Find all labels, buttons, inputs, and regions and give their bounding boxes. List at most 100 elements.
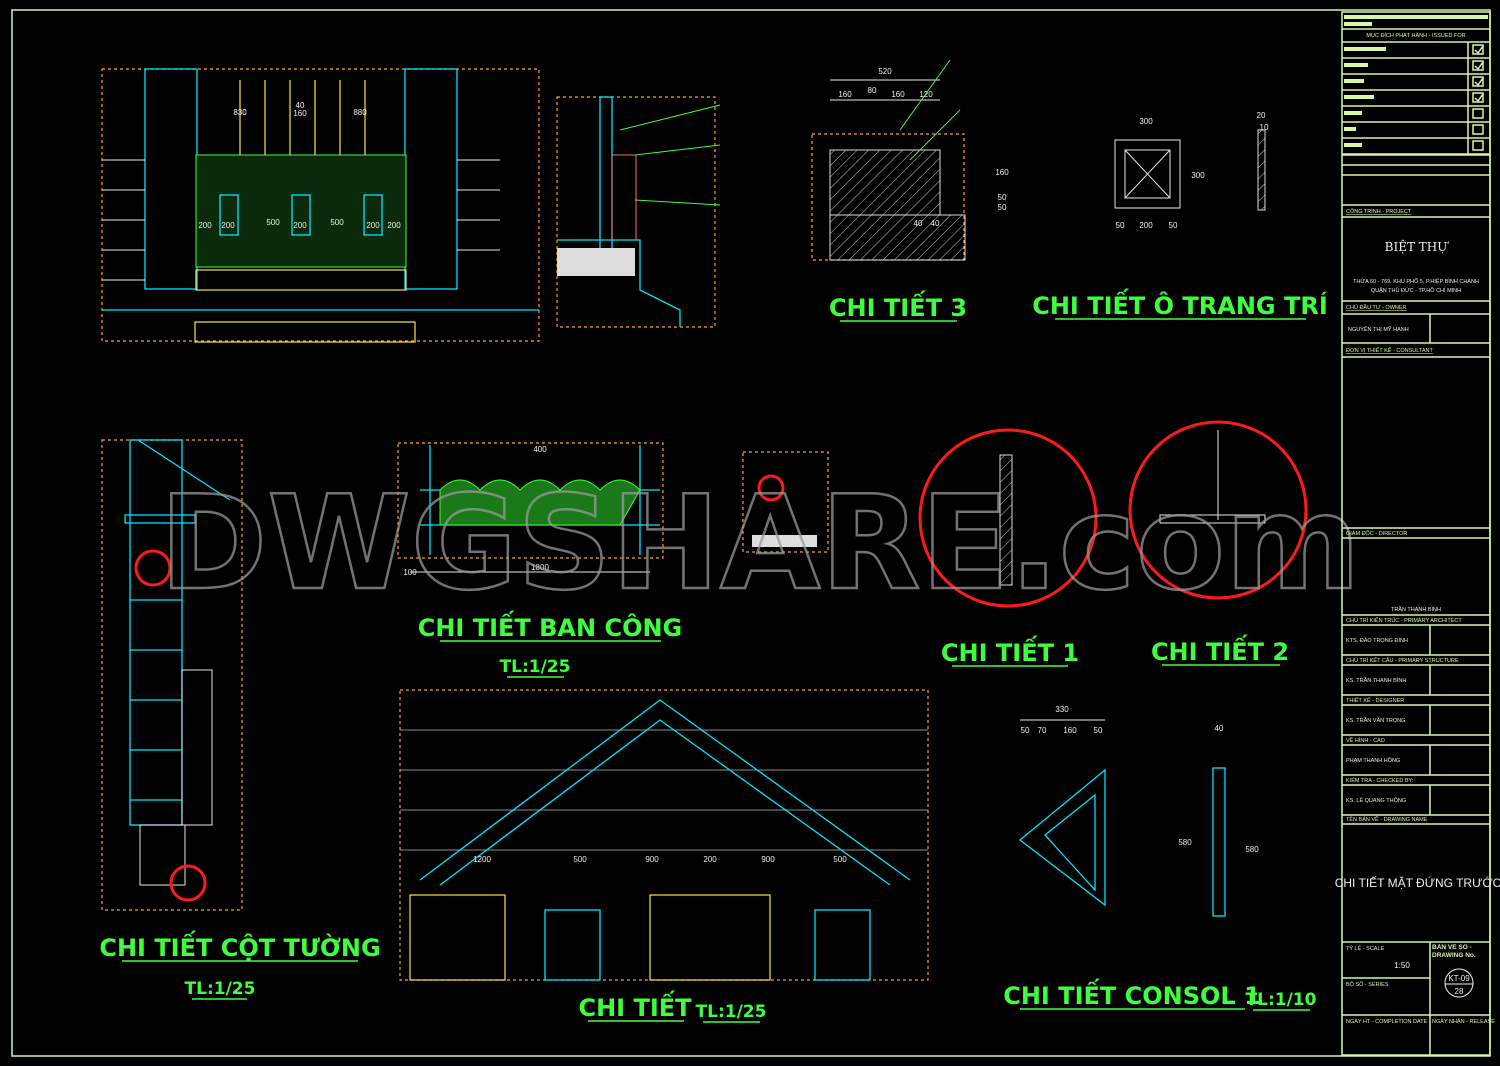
dim-label: 830 [233,108,247,117]
release-label: NGÀY NHẬN - RELEASE [1432,1018,1495,1025]
dim-label: 200 [387,221,401,230]
issue-row-label [1344,79,1364,83]
scale-value: 1:50 [1394,961,1410,970]
dim-label: 50 [1021,726,1030,735]
staff-name: PHẠM THANH HỒNG [1346,757,1400,764]
title-chi-tiet-2: CHI TIẾT 2 [1151,633,1289,666]
issue-checkbox[interactable] [1472,108,1484,119]
detail-titles: CHI TIẾT 3 CHI TIẾT Ô TRANG TRÍ CHI TIẾT… [99,287,1328,1023]
detail-3-drawing: 520 160 80 160 120 160 50 50 40 40 [811,59,1009,261]
dim-label: 200 [1139,221,1153,230]
issue-row-label [1344,63,1368,67]
project-address-line-2: QUẬN THỦ ĐỨC - TP.HỒ CHÍ MINH [1371,287,1461,294]
issue-row-label [1344,111,1362,115]
dim-label: 160 [891,90,905,99]
dim-label: 900 [645,855,659,864]
dim-label: 160 [838,90,852,99]
dim-label: 200 [293,221,307,230]
roof-detail-drawing: 1200 500 900 200 900 500 [399,689,929,981]
title-consol: CHI TIẾT CONSOL 1 [1003,977,1261,1010]
dim-label: 50 [998,193,1007,202]
dim-label: 160 [293,109,307,118]
dim-label: 200 [198,221,212,230]
dim-label: 50 [998,203,1007,212]
series-label: BỘ SỐ - SERIES [1346,981,1389,988]
dim-label: 900 [761,855,775,864]
issue-checkbox[interactable] [1472,124,1484,135]
dim-label: 70 [1038,726,1047,735]
dim-label: 50 [1094,726,1103,735]
dim-label: 40 [931,219,940,228]
project-address-line-1: THỬA 60 - 769. KHU PHỐ 5. P.HIỆP BÌNH CH… [1353,277,1479,285]
dim-label: 580 [1245,845,1259,854]
staff-role-label: VẼ HÌNH - CAD [1346,737,1385,744]
detail-1-drawing [918,428,1098,608]
drawing-no-label-box: BẢN VẼ SỐ - DRAWING No. [1432,944,1476,959]
dim-label: 1200 [473,855,491,864]
dim-label: 500 [833,855,847,864]
scale-ban-cong: TL:1/25 [500,657,571,677]
drawing-code: KT-09 [1448,974,1470,983]
consol-drawing: 330 50 70 160 50 40 580 580 [1018,705,1259,917]
title-chi-tiet-1: CHI TIẾT 1 [941,634,1079,667]
dim-label: 200 [366,221,380,230]
dim-label: 500 [573,855,587,864]
project-name: BIỆT THỰ [1385,239,1450,254]
check-icon [1474,61,1484,71]
title-chi-tiet-3: CHI TIẾT 3 [829,289,967,322]
staff-name: KTS. ĐÀO TRỌNG ĐÌNH [1346,637,1408,644]
title-block: MỤC ĐÍCH PHÁT HÀNH - ISSUED FOR CÔNG TRÌ… [1335,11,1500,1056]
scale-consol: TL:1/10 [1246,990,1317,1010]
drawing-number: 28 [1455,987,1464,996]
elevation-top-left: 830 40 160 880 200 200 500 200 500 200 2… [101,68,540,343]
issue-checkbox[interactable] [1472,140,1484,151]
staff-name: KS. LÊ QUANG THÔNG [1346,796,1406,804]
staff-name: KS. TRẦN VĂN TRỌNG [1346,717,1405,724]
issue-row-label [1344,47,1386,51]
dim-label: 200 [221,221,235,230]
wall-column-drawing [101,439,243,911]
dim-label: 580 [1178,838,1192,847]
check-icon [1474,77,1484,87]
dim-label: 100 [403,568,417,577]
director-name: TRẦN THANH BÌNH [1391,606,1441,613]
title-chi-tiet: CHI TIẾT [578,989,692,1022]
dim-label: 160 [1063,726,1077,735]
staff-role-label: KIỂM TRA - CHECKED BY: [1346,777,1414,784]
dim-label: 50 [1116,221,1125,230]
drawing-no-label: BẢN VẼ SỐ - DRAWING No. [1432,944,1476,959]
drawing-name: CHI TIẾT MẶT ĐỨNG TRƯỚC [1335,875,1500,890]
dim-label: 40 [1215,724,1224,733]
title-cot-tuong: CHI TIẾT CỘT TƯỜNG [99,929,380,962]
dim-label: 200 [703,855,717,864]
issued-for-label: MỤC ĐÍCH PHÁT HÀNH - ISSUED FOR [1366,32,1465,39]
detail-2-drawing [1128,420,1308,600]
dim-label: 1800 [531,563,549,572]
dim-label: 880 [353,108,367,117]
dim-label: 80 [868,86,877,95]
staff-name: KS. TRẦN THANH BÌNH [1346,677,1406,684]
watermark: DWGSHARE.com [159,467,1360,619]
staff-role-label: CHỦ TRÌ KẾT CẤU - PRIMARY STRUCTURE [1346,657,1459,664]
completion-date-label: NGÀY HT - COMPLETION DATE [1346,1018,1428,1025]
dim-label: 10 [1260,123,1269,132]
owner-label: CHỦ ĐẦU TƯ - OWNER [1346,304,1407,311]
balcony-drawing: 1800 400 100 [397,442,829,577]
dim-label: 40 [914,219,923,228]
dim-label: 40 [296,101,305,110]
staff-role-label: THIẾT KẾ - DESIGNER [1346,697,1404,704]
dim-label: 300 [1191,171,1205,180]
decor-panel-drawing: 300 300 50 200 50 20 10 [1114,111,1269,230]
owner-name: NGUYỄN THỊ MỸ HẠNH [1348,326,1409,333]
dim-label: 330 [1055,705,1069,714]
dim-label: 300 [1139,117,1153,126]
dim-label: 500 [266,218,280,227]
scale-cot-tuong: TL:1/25 [185,979,256,999]
dim-label: 120 [919,90,933,99]
project-label: CÔNG TRÌNH - PROJECT [1346,208,1412,215]
title-ban-cong: CHI TIẾT BAN CÔNG [418,609,683,642]
scale-label: TỶ LỆ - SCALE [1346,944,1385,952]
scale-chi-tiet: TL:1/25 [696,1002,767,1022]
